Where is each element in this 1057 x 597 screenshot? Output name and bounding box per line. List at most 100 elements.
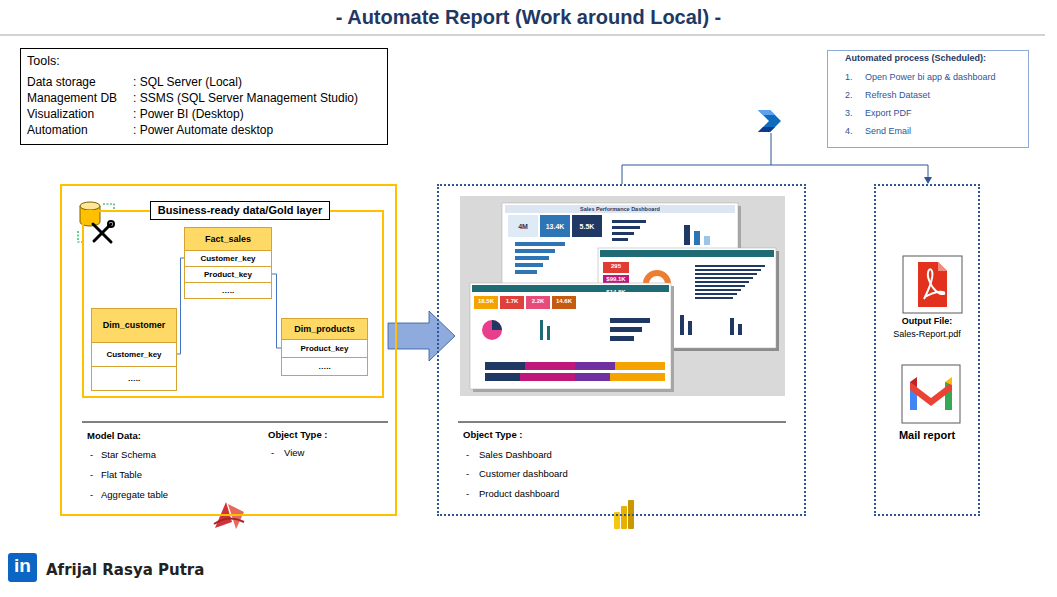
table-header: Dim_customer (92, 309, 176, 342)
pdf-icon (918, 262, 947, 307)
dashboard-screenshot (520, 373, 575, 381)
item-text: Star Schema (101, 449, 156, 460)
dashboard-screenshot (600, 250, 774, 257)
kpi-value: 2.2K (526, 298, 550, 305)
heading-text: Object Type : (268, 429, 327, 440)
item-text: 4. (845, 126, 853, 137)
automation-stem (771, 133, 772, 165)
power-automate-icon (758, 110, 781, 132)
field-name: Customer_key (200, 254, 255, 264)
dashboard-screenshot (695, 273, 757, 275)
arrowhead (924, 177, 932, 184)
dashboard-screenshot (612, 238, 628, 241)
dashboard-screenshot (615, 362, 665, 370)
item-text: 1. (845, 72, 853, 83)
dashboard-screenshot (704, 236, 710, 245)
item-text: - (90, 449, 93, 460)
tools-box: Tools:Data storage: SQL Server (Local)Ma… (20, 48, 388, 145)
dashboard-screenshot (572, 215, 602, 237)
item-text: - (466, 449, 469, 460)
linkedin-icon (8, 553, 37, 582)
dashboard-screenshot (500, 296, 524, 309)
dashboard-screenshot (695, 293, 737, 295)
heading-text: Object Type : (463, 429, 522, 440)
table-row: ….. (185, 282, 271, 298)
item-text: - (466, 488, 469, 499)
dashboard-screenshot (612, 226, 640, 229)
item-text: Sales Dashboard (479, 449, 552, 460)
dashboard-screenshot (575, 362, 615, 370)
database-icon (108, 221, 114, 227)
separator-line (82, 422, 388, 423)
title-rule (0, 35, 1045, 36)
item-text: Send Email (865, 126, 911, 137)
dashboard-screenshot (695, 289, 741, 291)
kpi-value: 1.7K (500, 298, 524, 305)
dashboard-screenshot (610, 318, 650, 323)
field-name: ….. (222, 286, 234, 296)
item-text: - (271, 447, 274, 458)
item-text: Customer dashboard (479, 468, 568, 479)
item-text: Aggregate table (101, 489, 168, 500)
gmail-icon (902, 365, 960, 423)
item-text: - (90, 489, 93, 500)
item-text: 3. (845, 108, 853, 119)
dashboard-screenshot (730, 318, 734, 335)
heading-text: Mail report (874, 429, 980, 442)
dashboard-screenshot (695, 269, 761, 271)
field-name: Customer_key (106, 350, 161, 360)
dashboard-screenshot (695, 297, 733, 299)
power-automate-icon (758, 110, 775, 115)
database-icon (80, 202, 100, 210)
dashboard-screenshot (547, 326, 550, 340)
item-text: Visualization (27, 107, 94, 121)
screen-title: Sales Performance Dashboard (505, 206, 735, 213)
process-box: Automated process (Scheduled):1.Open Pow… (827, 50, 1029, 148)
table-row: ….. (282, 357, 367, 375)
dashboard-screenshot (525, 362, 575, 370)
dashboard-screenshot (460, 196, 785, 396)
item-text: - (466, 468, 469, 479)
pdf-icon (903, 256, 962, 313)
kpi-value: 4M (508, 223, 538, 231)
table-row: Product_key (185, 266, 271, 282)
kpi-value: 18.5K (474, 298, 498, 305)
pdf-icon (924, 269, 944, 299)
dashboard-panel: Object Type :-Sales Dashboard-Customer d… (437, 184, 806, 516)
kpi-value: 13.4K (540, 223, 570, 231)
item-text: - (90, 469, 93, 480)
dashboard-screenshot (515, 249, 555, 253)
dashboard-screenshot (515, 270, 537, 274)
data-layer-panel: Model Data:-Star Schema-Flat Table-Aggre… (60, 184, 397, 516)
field-name: ….. (318, 362, 330, 372)
table-name: Dim_products (294, 324, 355, 335)
table-name: Dim_customer (103, 320, 166, 331)
dashboard-screenshot (460, 196, 785, 396)
table-row: Customer_key (92, 342, 176, 366)
dashboard-screenshot (515, 263, 543, 267)
item-text: Flat Table (101, 469, 142, 480)
item-text: : Power BI (Desktop) (133, 107, 244, 121)
item-text: Automation (27, 123, 88, 137)
dimension-table: Dim_productsProduct_key ….. (281, 318, 368, 376)
table-header: Dim_products (282, 319, 367, 339)
power-bi-icon (621, 506, 627, 529)
dashboard-screenshot (610, 336, 634, 341)
item-text: 2. (845, 90, 853, 101)
dashboard-screenshot (680, 315, 684, 335)
item-text: Open Power bi app & dashboard (865, 72, 996, 83)
item-text: Export PDF (865, 108, 912, 119)
output-panel: Output File:Sales-Report.pdfMail report (874, 184, 980, 516)
dashboard-screenshot (515, 256, 549, 260)
field-name: Product_key (300, 344, 348, 354)
dashboard-screenshot (485, 362, 525, 370)
gmail-icon (902, 365, 960, 423)
connector-line (622, 165, 928, 184)
kpi-value: 14.6K (552, 298, 576, 305)
dashboard-screenshot (612, 220, 646, 223)
field-name: ….. (128, 374, 140, 384)
diagram-title: - Automate Report (Work around Local) - (0, 5, 1057, 29)
table-name: Fact_sales (205, 234, 251, 245)
dashboard-screenshot (684, 225, 690, 245)
dashboard-screenshot (492, 320, 502, 330)
